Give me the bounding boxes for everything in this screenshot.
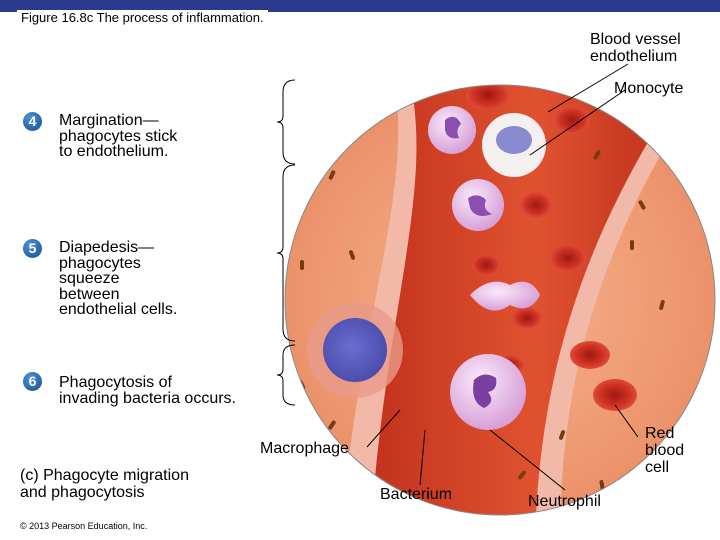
neutrophil-label: Neutrophil	[528, 493, 601, 510]
red-blood-cell-label: Red blood cell	[645, 425, 685, 476]
monocyte-label: Monocyte	[614, 80, 684, 97]
step-brackets	[276, 79, 296, 406]
step-5-text: Diapedesis— phagocytes squeeze between e…	[59, 239, 178, 318]
figure-caption: (c) Phagocyte migration and phagocytosis	[20, 467, 189, 501]
step-6-badge: 6	[23, 372, 42, 391]
blood-vessel-label: Blood vessel endothelium	[590, 31, 681, 65]
step-6-text: Phagocytosis of invading bacteria occurs…	[59, 374, 236, 407]
bacteria-specks	[298, 150, 665, 490]
step-4-text: Margination— phagocytes stick to endothe…	[59, 112, 178, 160]
phagocytes	[428, 106, 546, 430]
header-bar	[0, 0, 720, 12]
step-4-badge: 4	[23, 112, 42, 131]
figure-title: Figure 16.8c The process of inflammation…	[17, 10, 268, 25]
bacterium-label: Bacterium	[380, 486, 453, 503]
macrophage-cell	[307, 302, 403, 398]
macrophage-label: Macrophage	[260, 440, 349, 457]
leader-lines	[366, 63, 639, 491]
step-5-badge: 5	[23, 239, 42, 258]
copyright: © 2013 Pearson Education, Inc.	[20, 521, 148, 531]
illustration-border	[284, 84, 716, 516]
